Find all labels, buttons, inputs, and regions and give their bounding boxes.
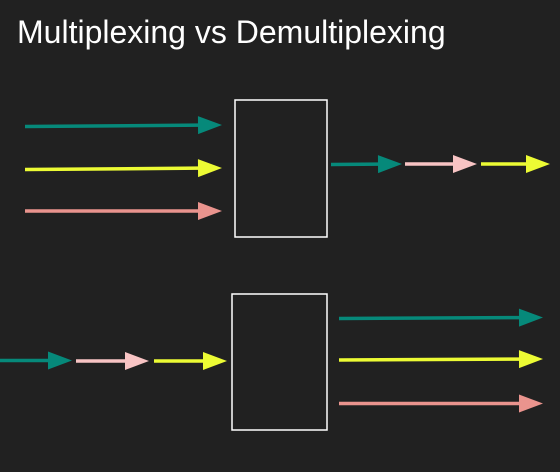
arrow-head bbox=[197, 116, 222, 135]
arrow-head bbox=[197, 159, 222, 178]
demux-input-arrow-light-pink bbox=[76, 352, 149, 370]
arrow-head bbox=[519, 394, 543, 413]
mux-output-arrow-light-pink bbox=[405, 155, 477, 173]
mux-output-arrow-yellow bbox=[481, 155, 550, 173]
arrow-head bbox=[518, 308, 543, 327]
arrow-shaft bbox=[24, 123, 200, 129]
arrow-shaft bbox=[338, 357, 521, 362]
arrow-head bbox=[526, 155, 550, 173]
demultiplexer-box bbox=[231, 293, 328, 431]
slide-title: Multiplexing vs Demultiplexing bbox=[17, 14, 446, 50]
mux-output-arrow-teal bbox=[330, 155, 402, 174]
demux-input-arrow-yellow bbox=[154, 352, 227, 370]
demux-output-arrow-pink bbox=[339, 394, 543, 413]
arrow-head bbox=[125, 352, 149, 370]
arrow-head bbox=[518, 350, 543, 369]
arrow-head bbox=[377, 155, 402, 174]
arrow-head bbox=[203, 352, 227, 370]
mux-input-arrow-pink bbox=[25, 202, 222, 220]
mux-input-arrow-yellow bbox=[24, 159, 222, 178]
arrow-shaft bbox=[24, 166, 200, 172]
arrow-shaft bbox=[338, 315, 521, 321]
demux-input-arrow-teal bbox=[0, 351, 72, 370]
demultiplexer-diagram bbox=[0, 293, 543, 431]
multiplexer-diagram bbox=[24, 99, 550, 238]
multiplexer-box bbox=[234, 99, 328, 238]
demux-output-arrow-yellow bbox=[338, 350, 543, 369]
mux-input-arrow-teal bbox=[24, 116, 222, 135]
arrow-head bbox=[48, 351, 72, 370]
demux-output-arrow-teal bbox=[338, 308, 543, 327]
arrow-head bbox=[453, 155, 477, 173]
arrow-head bbox=[198, 202, 222, 220]
